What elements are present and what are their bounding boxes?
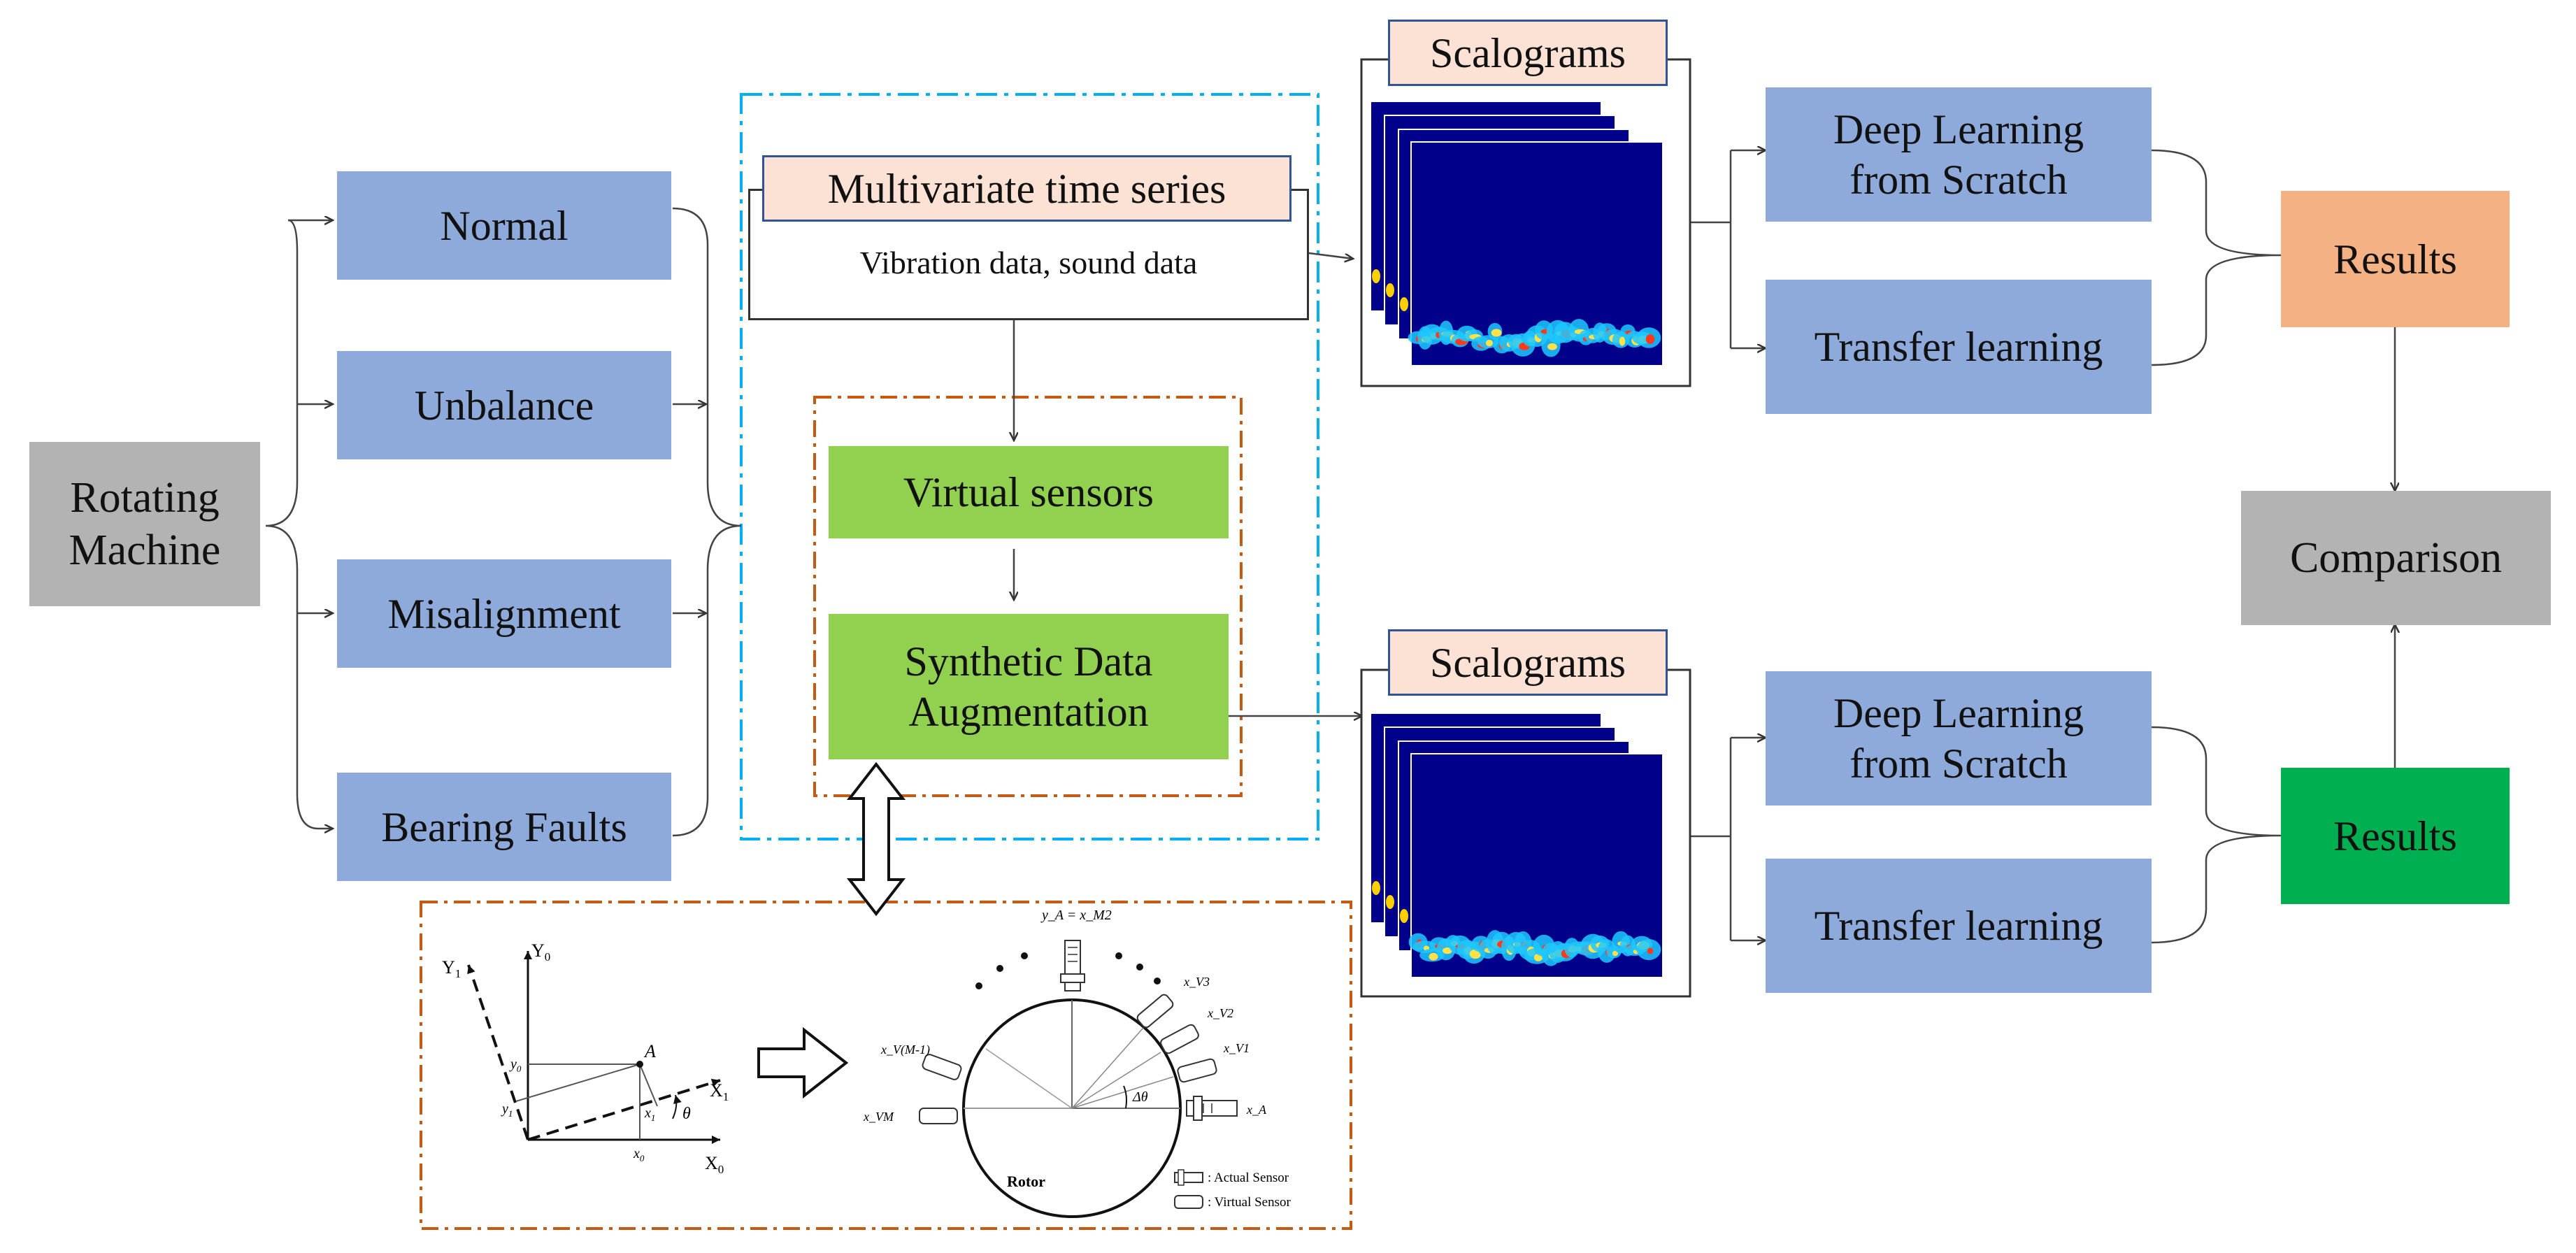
sensor-label-xvm: x_VM: [863, 1110, 894, 1124]
timeseries-title-box: Multivariate time series: [762, 155, 1291, 222]
legend-virtual-sensor: : Virtual Sensor: [1208, 1195, 1291, 1210]
condition-label: Unbalance: [414, 382, 594, 429]
scalogram-energy-band: [1372, 269, 1661, 357]
bottom-methods-brace: [2151, 726, 2282, 944]
virtual-sensors-box: Virtual sensors: [829, 446, 1229, 538]
condition-misalignment-box: Misalignment: [337, 559, 671, 668]
condition-label: Normal: [440, 202, 568, 249]
transfer-learning-box-bottom: Transfer learning: [1766, 859, 2152, 993]
rotor-label: Rotor: [1007, 1173, 1045, 1190]
rotating-machine-box: Rotating Machine: [29, 442, 260, 606]
sensor-label-xv1: x_V1: [1223, 1041, 1250, 1055]
virtual-group-frame: [813, 396, 1243, 797]
deep-learning-box-top: Deep Learning from Scratch: [1766, 87, 2152, 222]
augmentation-box: Synthetic Data Augmentation: [829, 614, 1229, 759]
condition-label: Misalignment: [387, 590, 621, 637]
deep-learning-box-bottom: Deep Learning from Scratch: [1766, 671, 2152, 806]
conditions-brace: [672, 207, 742, 837]
transfer-learning-box-top: Transfer learning: [1766, 280, 2152, 414]
scalogram-label-top: Scalograms: [1388, 20, 1668, 86]
timeseries-title: Multivariate time series: [827, 165, 1226, 212]
legend-actual-sensor: : Actual Sensor: [1208, 1170, 1289, 1185]
scalogram-stack-bottom: [1371, 713, 1663, 978]
sensor-figure: y_A = x_M2 x_V3 x_V2 x_V1 x_A x_V(M-1) x…: [863, 908, 1291, 1218]
hollow-right-arrow: [757, 1026, 849, 1099]
scalogram-stack-top: [1371, 101, 1663, 366]
coord-label-x1: x1: [644, 1105, 655, 1123]
virtual-sensors-label: Virtual sensors: [903, 469, 1154, 515]
coord-label-x0: x0: [633, 1146, 645, 1164]
top-methods-brace: [2151, 149, 2282, 366]
source-brace: [265, 219, 319, 830]
results-box-top: Results: [2281, 191, 2510, 327]
rotating-machine-label: Rotating Machine: [69, 474, 221, 574]
scalogram-label-bottom: Scalograms: [1388, 629, 1668, 696]
method-label: Transfer learning: [1814, 324, 2103, 370]
condition-bearing-faults-box: Bearing Faults: [337, 773, 671, 881]
sensor-label-xvm1: x_V(M-1): [880, 1043, 930, 1057]
sensor-label-ya: y_A = x_M2: [1040, 908, 1112, 923]
sensor-label-xv3: x_V3: [1183, 975, 1210, 989]
condition-unbalance-box: Unbalance: [337, 351, 671, 459]
scalogram-label: Scalograms: [1430, 29, 1626, 76]
results-box-bottom: Results: [2281, 768, 2510, 904]
comparison-label: Comparison: [2289, 534, 2503, 582]
condition-normal-box: Normal: [337, 171, 671, 280]
axis-label-y0: Y0: [531, 940, 550, 964]
axis-label-y1: Y1: [442, 957, 461, 980]
coord-label-y1: y1: [501, 1101, 513, 1119]
delta-theta-label: Δθ: [1132, 1089, 1148, 1105]
double-arrow: [846, 761, 906, 917]
sensor-label-xa: x_A: [1246, 1103, 1267, 1117]
timeseries-subtitle: Vibration data, sound data: [859, 244, 1198, 280]
method-label: Transfer learning: [1814, 903, 2103, 949]
sensor-label-xv2: x_V2: [1207, 1006, 1233, 1020]
timeseries-group-frame: [740, 93, 1319, 840]
results-label: Results: [2333, 812, 2457, 859]
method-label: Deep Learning from Scratch: [1833, 106, 2084, 203]
axis-label-x0: X0: [705, 1153, 724, 1176]
theta-label: θ: [682, 1105, 691, 1123]
results-label: Results: [2333, 236, 2457, 282]
comparison-box: Comparison: [2241, 491, 2551, 625]
method-label: Deep Learning from Scratch: [1833, 690, 2084, 787]
augmentation-label: Synthetic Data Augmentation: [904, 638, 1153, 735]
point-a-label: A: [643, 1041, 656, 1061]
rotation-figure: Y0 Y1 X1 X0 A θ y0 y1 x1 x0: [442, 940, 729, 1176]
axis-label-x1: X1: [710, 1080, 729, 1103]
scalogram-energy-band: [1372, 881, 1661, 966]
coord-label-y0: y0: [509, 1057, 522, 1074]
scalogram-label: Scalograms: [1430, 639, 1626, 686]
condition-label: Bearing Faults: [381, 803, 627, 850]
